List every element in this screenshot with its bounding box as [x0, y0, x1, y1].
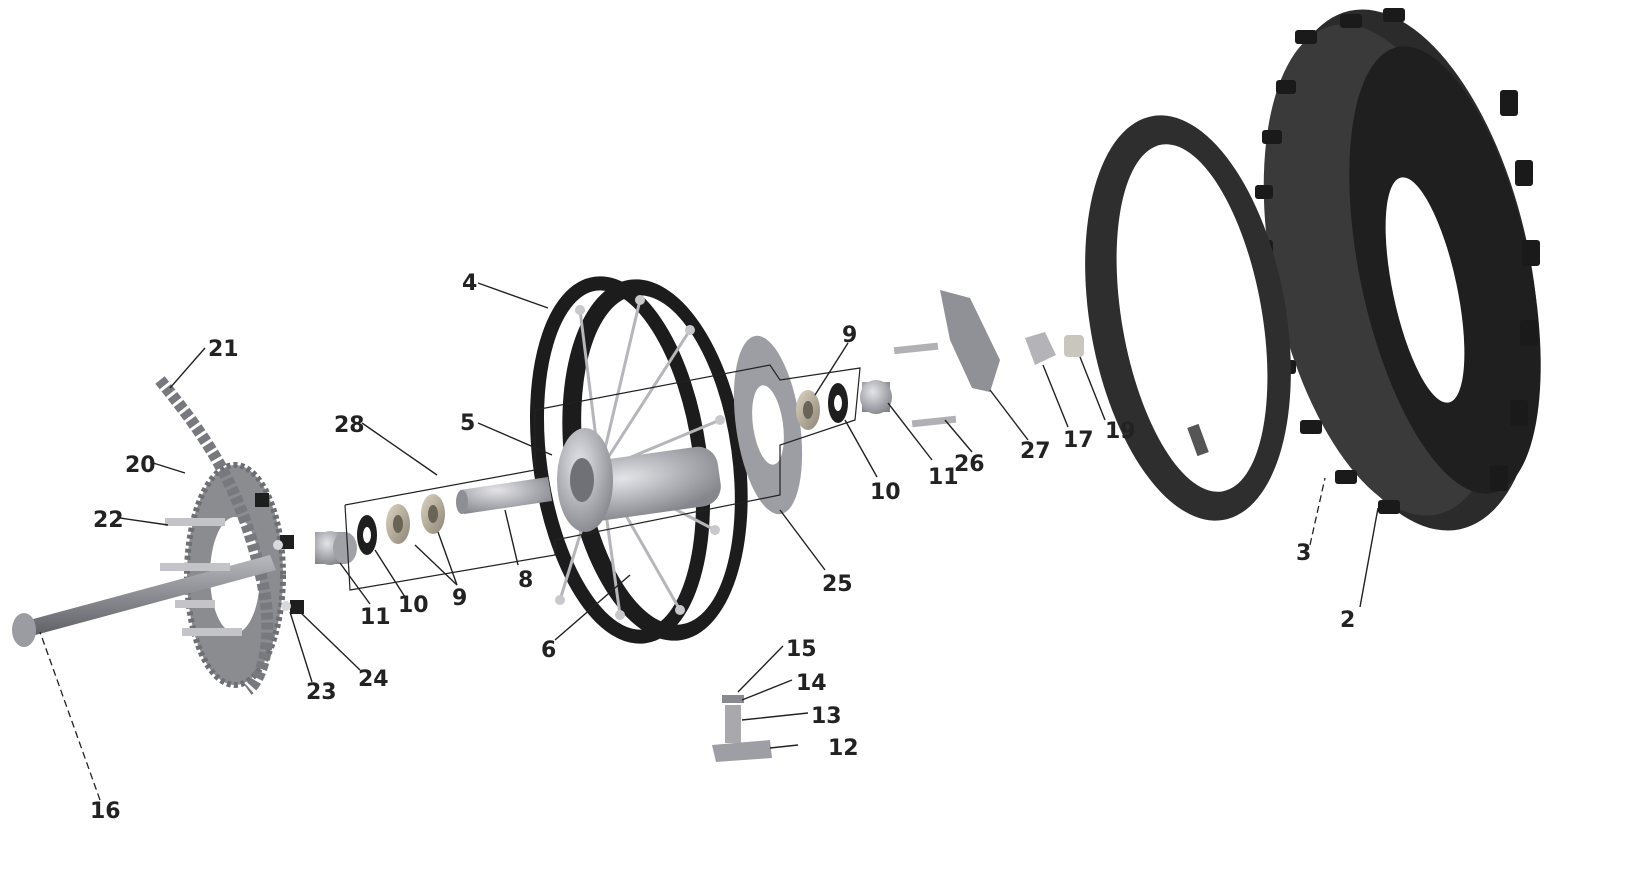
label-26: 26: [954, 452, 985, 477]
right-spacer: [860, 380, 892, 414]
adjuster-nut: [1064, 335, 1084, 357]
label-6: 6: [541, 638, 556, 663]
label-2: 2: [1340, 608, 1355, 633]
left-spacer: [315, 531, 357, 565]
sprocket-nuts: [255, 493, 304, 614]
assembly-box-outline: [344, 364, 861, 591]
label-23: 23: [306, 680, 337, 705]
left-seal: [357, 515, 377, 555]
left-bearings: [386, 494, 445, 544]
label-10-left: 10: [398, 593, 429, 618]
inner-tube: [1085, 115, 1291, 521]
right-bearing: [796, 390, 820, 430]
label-4: 4: [462, 271, 477, 296]
label-13: 13: [811, 704, 842, 729]
label-10-right: 10: [870, 480, 901, 505]
label-25: 25: [822, 572, 853, 597]
leader-lines: [39, 282, 1379, 801]
label-22: 22: [93, 508, 124, 533]
label-11-left: 11: [360, 605, 391, 630]
label-9-left: 9: [452, 586, 467, 611]
axle: [12, 555, 276, 647]
sprocket-bolts: [160, 518, 242, 636]
hub: [557, 428, 721, 532]
label-28: 28: [334, 413, 365, 438]
label-19: 19: [1105, 419, 1136, 444]
label-16: 16: [90, 799, 121, 824]
chain: [155, 376, 274, 695]
chain-adjuster-block: [1025, 332, 1056, 365]
callout-labels: 2 3 4 5 6 8 9 9 10 10 11 11 12 13 14 15 …: [90, 271, 1355, 824]
label-12: 12: [828, 736, 859, 761]
label-24: 24: [358, 667, 389, 692]
label-20: 20: [125, 453, 156, 478]
label-27: 27: [1020, 439, 1051, 464]
right-seal: [828, 383, 848, 423]
caliper-bracket: [940, 290, 1000, 392]
label-5: 5: [460, 411, 475, 436]
caliper-bolts: [893, 342, 957, 428]
hub-sleeve: [456, 477, 552, 514]
valve-parts: [712, 695, 772, 762]
label-8: 8: [518, 568, 533, 593]
label-15: 15: [786, 637, 817, 662]
label-3: 3: [1296, 541, 1311, 566]
label-14: 14: [796, 671, 827, 696]
label-21: 21: [208, 337, 239, 362]
label-11-right: 11: [928, 465, 959, 490]
brake-disc: [733, 335, 803, 515]
label-17: 17: [1063, 428, 1094, 453]
tire: [1255, 8, 1541, 531]
label-9-right: 9: [842, 323, 857, 348]
